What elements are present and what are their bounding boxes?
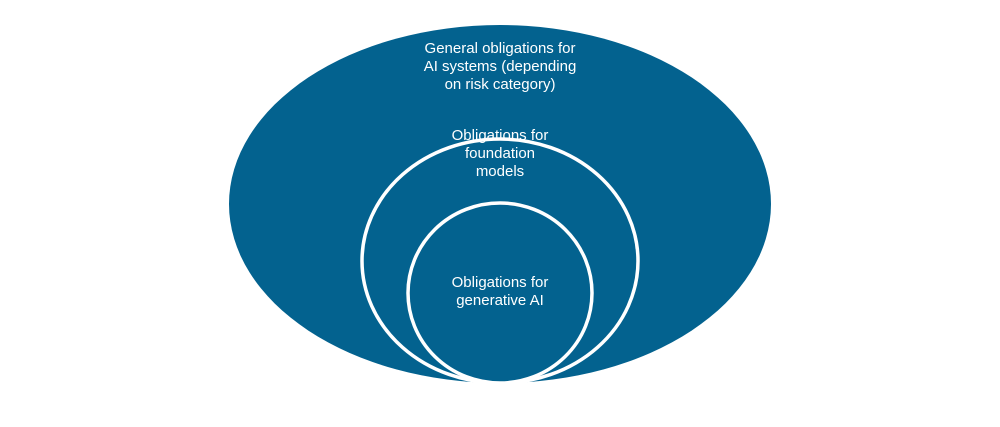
outer-label-line-2: AI systems (depending bbox=[423, 58, 577, 75]
outer-label-line-1: General obligations for bbox=[424, 40, 576, 57]
inner-label-line-2: generative AI bbox=[456, 292, 544, 309]
outer-label-line-3: on risk category) bbox=[444, 76, 556, 93]
inner-label-line-1: Obligations for bbox=[451, 274, 549, 291]
middle-label-line-1: Obligations for bbox=[451, 127, 549, 144]
middle-label-line-3: models bbox=[475, 163, 525, 180]
middle-label-line-2: foundation bbox=[464, 145, 536, 162]
inner-circle-generative-ai bbox=[406, 201, 594, 385]
middle-label: Obligations for foundation models bbox=[420, 127, 580, 181]
inner-label: Obligations for generative AI bbox=[420, 274, 580, 310]
outer-label: General obligations for AI systems (depe… bbox=[400, 40, 600, 94]
